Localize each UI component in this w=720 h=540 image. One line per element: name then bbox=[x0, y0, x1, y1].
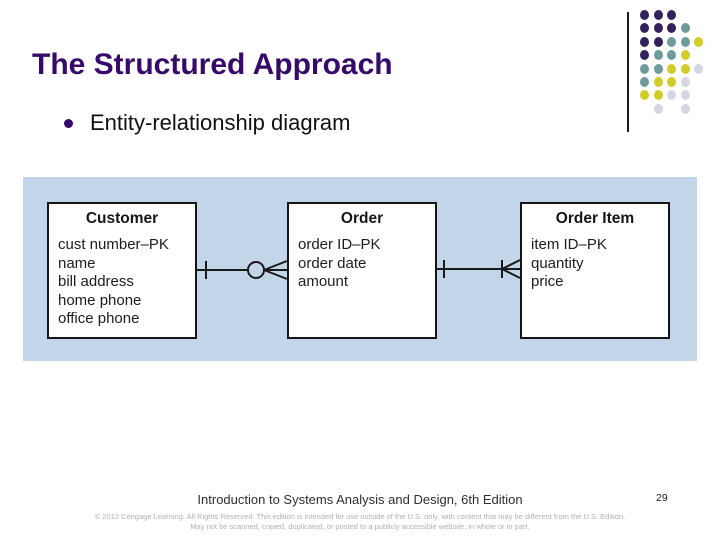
decoration-dot bbox=[694, 63, 703, 74]
decoration-dot bbox=[694, 36, 703, 47]
decoration-dot bbox=[653, 90, 663, 101]
decoration-dot bbox=[667, 63, 676, 74]
entity-box-customer: Customer cust number–PK name bill addres… bbox=[47, 202, 197, 339]
entity-fields: order ID–PK order date amount bbox=[298, 236, 435, 292]
decoration-dot bbox=[640, 10, 649, 20]
entity-field: order ID–PK bbox=[298, 236, 381, 253]
entity-fields: item ID–PK quantity price bbox=[531, 236, 668, 292]
decoration-dot bbox=[667, 10, 676, 20]
decoration-dot bbox=[640, 77, 649, 87]
copyright-line-1: © 2012 Cengage Learning. All Rights Rese… bbox=[94, 512, 626, 521]
decoration-dot bbox=[667, 23, 676, 34]
bullet-icon bbox=[64, 118, 73, 128]
decoration-dot bbox=[640, 36, 649, 47]
entity-field: quantity bbox=[531, 254, 584, 272]
footer-book-title: Introduction to Systems Analysis and Des… bbox=[197, 492, 523, 507]
decoration-dot bbox=[653, 23, 663, 34]
entity-field: item ID–PK bbox=[531, 236, 607, 253]
entity-title: Customer bbox=[85, 210, 159, 227]
entity-field: price bbox=[531, 273, 564, 290]
bullet-item: Entity-relationship diagram bbox=[64, 110, 350, 136]
entity-field: name bbox=[58, 254, 96, 272]
entity-fields: cust number–PK name bill address home ph… bbox=[58, 236, 195, 329]
page-number: 29 bbox=[656, 492, 668, 504]
decoration-dot bbox=[667, 50, 676, 61]
decoration-dot bbox=[667, 77, 676, 87]
decoration-dot bbox=[640, 90, 649, 101]
entity-field: home phone bbox=[58, 291, 142, 309]
decoration-dot bbox=[667, 36, 676, 47]
entity-field: bill address bbox=[58, 273, 134, 290]
decoration-vertical-line bbox=[627, 12, 629, 132]
entity-field: order date bbox=[298, 254, 367, 272]
copyright-notice: © 2012 Cengage Learning. All Rights Rese… bbox=[0, 512, 720, 531]
decoration-dot bbox=[640, 23, 649, 34]
decoration-dot bbox=[653, 77, 663, 87]
decoration-dot bbox=[680, 23, 690, 34]
entity-title: Order Item bbox=[555, 210, 635, 227]
entity-field: office phone bbox=[58, 310, 140, 327]
decoration-dot bbox=[640, 63, 649, 74]
decoration-dot bbox=[680, 36, 690, 47]
decoration-dot bbox=[680, 63, 690, 74]
decoration-dot bbox=[680, 103, 690, 114]
bullet-label: Entity-relationship diagram bbox=[90, 110, 351, 135]
decoration-dot bbox=[653, 36, 663, 47]
decoration-dot bbox=[653, 50, 663, 61]
decoration-dot bbox=[653, 63, 663, 74]
decoration-dot bbox=[680, 50, 690, 61]
entity-field: amount bbox=[298, 273, 349, 290]
decoration-dot bbox=[667, 90, 676, 101]
decoration-dot bbox=[653, 10, 663, 20]
entity-field: cust number–PK bbox=[58, 236, 169, 253]
copyright-line-2: May not be scanned, copied, duplicated, … bbox=[190, 521, 530, 531]
decoration-dot bbox=[653, 103, 663, 114]
entity-title: Order bbox=[340, 210, 384, 227]
decoration-dot bbox=[680, 77, 690, 87]
entity-box-order-item: Order Item item ID–PK quantity price bbox=[520, 202, 670, 339]
decoration-dot bbox=[680, 90, 690, 101]
slide-title: The Structured Approach bbox=[32, 48, 393, 81]
decoration-dot bbox=[640, 50, 649, 61]
entity-box-order: Order order ID–PK order date amount bbox=[287, 202, 437, 339]
